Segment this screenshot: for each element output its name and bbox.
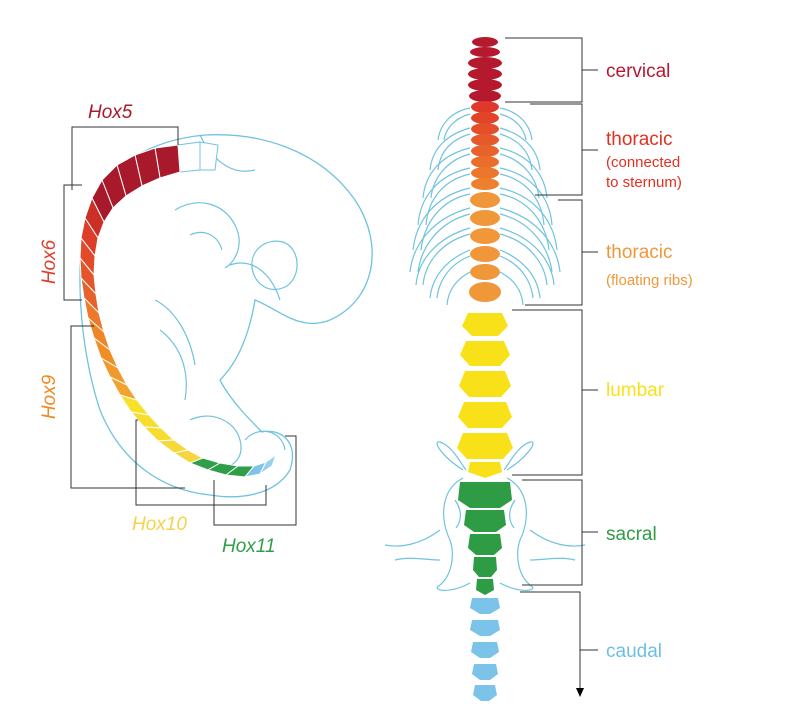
bracket-cervical — [505, 37, 583, 103]
bracket-sacral — [522, 479, 583, 586]
bracket-hox5 — [71, 126, 179, 190]
embryo-eye — [251, 240, 298, 290]
pelvis — [384, 441, 586, 591]
label-hox6: Hox6 — [39, 239, 60, 284]
hox-brackets — [63, 126, 297, 526]
label-thoracic-floating: thoracic — [606, 242, 673, 263]
bracket-hox9 — [70, 325, 185, 489]
embryo-outline — [79, 134, 373, 498]
label-thoracic-connected-sub2: to sternum) — [606, 174, 682, 191]
label-thoracic-floating-sub: (floating ribs) — [606, 272, 693, 289]
label-thoracic-connected: thoracic — [606, 129, 673, 150]
label-hox10: Hox10 — [132, 514, 187, 535]
label-hox5: Hox5 — [88, 102, 133, 123]
somite-band — [79, 141, 278, 478]
label-lumbar: lumbar — [606, 380, 665, 401]
label-sacral: sacral — [606, 524, 657, 545]
label-cervical: cervical — [606, 61, 670, 82]
bracket-hox6 — [63, 184, 82, 301]
bracket-hox10 — [135, 419, 267, 506]
bracket-thoracic-connected — [530, 103, 583, 196]
label-thoracic-connected-sub1: (connected — [606, 154, 680, 171]
caudal-arrow-icon — [576, 688, 584, 697]
bracket-caudal — [520, 591, 581, 692]
bracket-thoracic-floating — [525, 199, 583, 306]
vertebral-column-illustration: cervical thoracic (connected to sternum)… — [384, 37, 693, 701]
vertebrae — [457, 37, 513, 701]
region-brackets — [505, 37, 598, 692]
label-hox11: Hox11 — [222, 536, 276, 557]
label-hox9: Hox9 — [39, 374, 60, 419]
ribs — [409, 107, 561, 306]
bracket-lumbar — [512, 309, 583, 476]
embryo-illustration: Hox5 Hox6 Hox9 Hox10 Hox11 — [39, 102, 373, 557]
label-caudal: caudal — [606, 641, 662, 662]
bracket-hox11 — [213, 435, 297, 526]
